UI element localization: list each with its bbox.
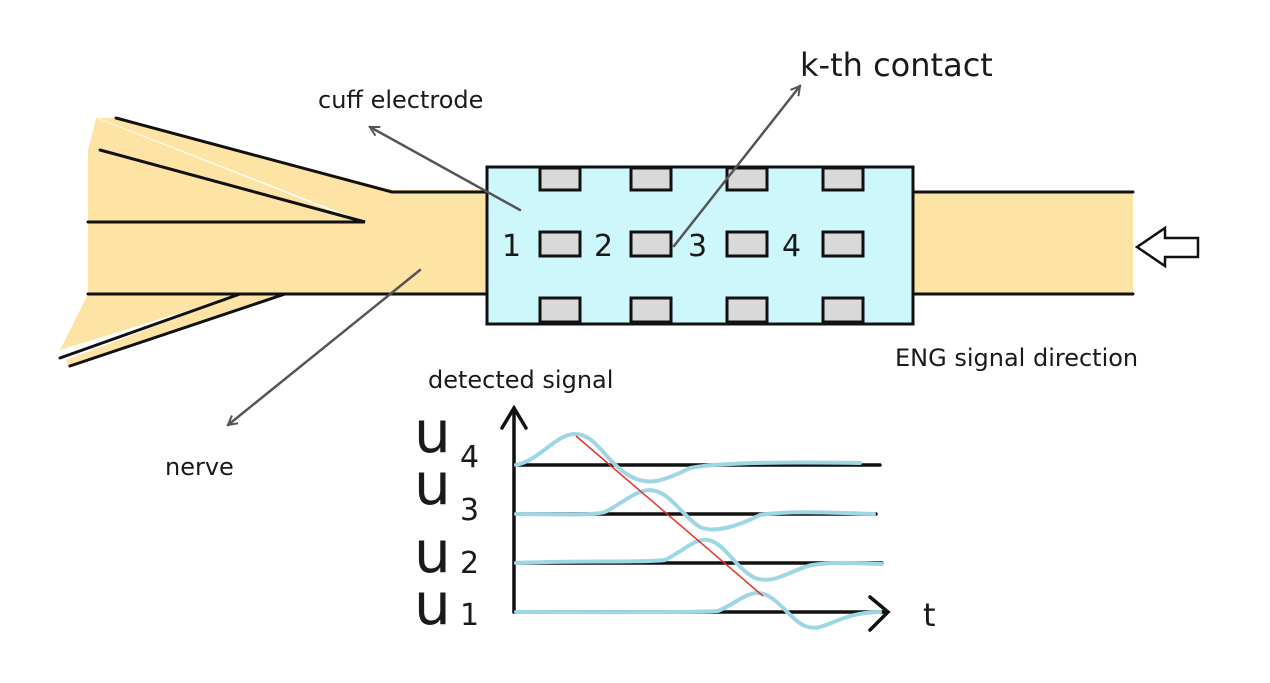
signal-trace-u3	[514, 488, 876, 532]
plot-y-axis-arrowhead	[500, 404, 528, 430]
nerve-right-segment	[905, 192, 1133, 294]
eng-signal-direction-label: ENG signal direction	[895, 344, 1138, 372]
trace-subscript-1: 1	[460, 598, 479, 633]
detected-signal-label: detected signal	[428, 366, 613, 394]
contacts-bottom-row	[538, 296, 865, 324]
contact-middle-2	[629, 230, 673, 258]
cuff-electrode-label: cuff electrode	[318, 86, 483, 114]
contacts-top-row	[538, 166, 865, 192]
contact-top-1	[538, 166, 582, 192]
nerve-middle-trunk	[88, 222, 492, 294]
nerve-label: nerve	[165, 453, 234, 481]
nerve-outline-top	[114, 116, 494, 194]
contact-top-4	[821, 166, 865, 192]
contact-number-1: 1	[502, 229, 521, 264]
signal-trace-u2	[514, 537, 884, 582]
trace-subscript-2: 2	[460, 546, 479, 581]
nerve-outline-inner-bottom	[58, 292, 242, 360]
plot-x-axis-arrowhead	[868, 595, 891, 632]
trace-subscript-4: 4	[460, 440, 479, 475]
kth-contact-label: k-th contact	[800, 46, 993, 84]
contact-number-4: 4	[782, 229, 801, 264]
nerve-outline-bottom-branch	[68, 292, 287, 368]
contact-middle-3	[725, 230, 769, 258]
trace-symbol-u1: u	[414, 570, 451, 638]
nerve-bottom-left-fill	[60, 294, 240, 350]
contact-bottom-2	[629, 296, 673, 324]
hollow-left-arrow-icon	[1134, 225, 1200, 269]
nerve-top-branch	[98, 118, 492, 222]
contact-number-2: 2	[594, 229, 613, 264]
time-axis-label: t	[923, 596, 936, 634]
cuff-electrode: 1 2 3 4	[485, 165, 915, 326]
nerve	[58, 116, 1135, 368]
signal-trace-u1	[514, 591, 882, 630]
cuff-electrode-pointer-arrow	[370, 125, 522, 212]
nerve-top-left-branch	[88, 118, 360, 222]
kth-contact-pointer-arrow	[672, 86, 800, 248]
nerve-outline-inner-top	[86, 148, 366, 224]
contact-bottom-3	[725, 296, 769, 324]
contact-bottom-1	[538, 296, 582, 324]
signal-trace-u4	[514, 431, 862, 484]
propagation-delay-line	[575, 435, 764, 597]
contacts-middle-row	[538, 230, 865, 258]
contact-number-3: 3	[688, 229, 707, 264]
detected-signal-plot: u 4 u 3 u 2 u 1 t	[414, 398, 936, 638]
nerve-pointer-arrow	[228, 268, 422, 425]
trace-symbol-u4: u	[414, 398, 451, 466]
trace-symbol-u2: u	[414, 518, 451, 586]
contact-top-2	[629, 166, 673, 192]
contact-bottom-4	[821, 296, 865, 324]
trace-subscript-3: 3	[460, 493, 479, 528]
contact-middle-1	[538, 230, 582, 258]
contact-middle-4	[821, 230, 865, 258]
trace-symbol-u3: u	[414, 450, 451, 518]
